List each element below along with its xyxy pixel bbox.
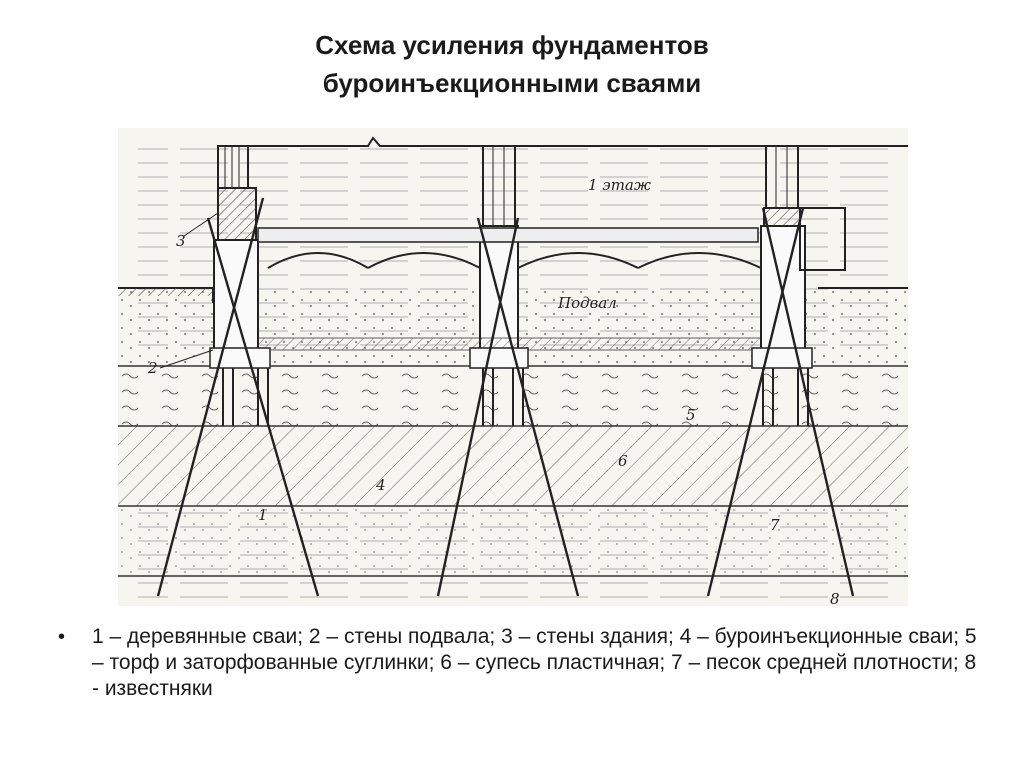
leader-3 xyxy=(183,212,219,237)
slide-title: Схема усиления фундаментов буроинъекцион… xyxy=(0,26,1024,102)
pile-cap-left xyxy=(209,347,271,369)
foundation-diagram: 1 этаж Подвал 1 2 3 4 5 6 7 8 xyxy=(118,128,908,606)
wooden-piles xyxy=(222,368,809,426)
label-basement: Подвал xyxy=(557,294,617,312)
ground-crust-left xyxy=(118,288,213,296)
sandy-loam-layer xyxy=(118,426,908,506)
label-8: 8 xyxy=(830,590,840,606)
bullet: • xyxy=(58,626,66,648)
label-5: 5 xyxy=(686,406,696,424)
title-line-2: буроинъекционными сваями xyxy=(322,68,702,98)
label-4: 4 xyxy=(375,476,386,494)
vault-2 xyxy=(367,252,481,269)
injection-piles xyxy=(156,197,855,597)
diagram-labels: 1 этаж Подвал 1 2 3 4 5 6 7 8 xyxy=(147,176,840,606)
label-6: 6 xyxy=(618,452,628,470)
legend-caption: • 1 – деревянные сваи; 2 – стены подвала… xyxy=(58,624,978,702)
title-line-1: Схема усиления фундаментов xyxy=(315,30,709,60)
label-1: 1 xyxy=(258,506,268,524)
floor-slab-line xyxy=(218,136,908,147)
foundation-diagram-svg: 1 этаж Подвал 1 2 3 4 5 6 7 8 xyxy=(118,128,908,606)
pile-cap-right xyxy=(751,347,813,369)
pile-cap-center xyxy=(469,347,529,369)
vault-3 xyxy=(517,252,639,269)
vault-1 xyxy=(267,252,369,269)
label-3: 3 xyxy=(176,232,186,250)
leader-2 xyxy=(159,349,214,369)
label-7: 7 xyxy=(770,516,780,534)
sand-layer xyxy=(118,506,908,576)
vault-4 xyxy=(637,252,762,269)
label-2: 2 xyxy=(147,359,158,377)
slab xyxy=(257,227,759,243)
label-floor: 1 этаж xyxy=(588,176,651,194)
legend-text: 1 – деревянные сваи; 2 – стены подвала; … xyxy=(92,625,977,700)
